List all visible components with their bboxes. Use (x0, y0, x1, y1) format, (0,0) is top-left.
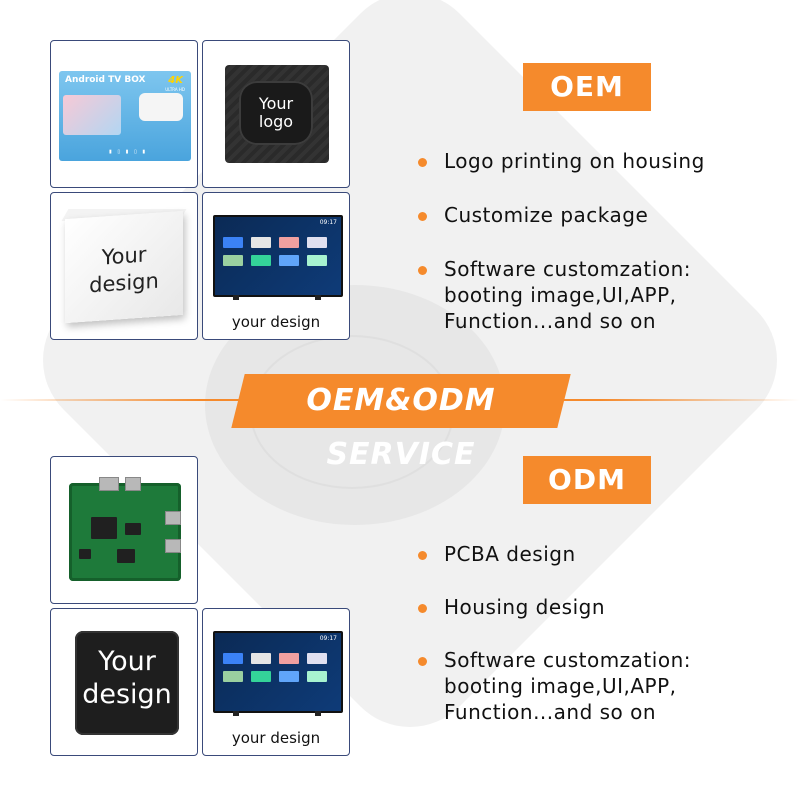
tv-app-tile (251, 255, 271, 266)
tv-app-tile (251, 653, 271, 664)
tv-app-tile (307, 255, 327, 266)
bullet-dot-icon (418, 657, 427, 666)
retail-box-device-image (139, 93, 183, 121)
tv-app-tile (223, 671, 243, 682)
odm-bullet-list: PCBA design Housing design Software cust… (418, 541, 691, 725)
odm-tile-tv-ui: 09:17 your design (202, 608, 350, 756)
tv-caption: your design (231, 313, 321, 331)
tv-app-tile (251, 237, 271, 248)
tv-caption: your design (231, 729, 321, 747)
package-box-text-line1: Your (101, 242, 147, 270)
tv-app-tile (307, 653, 327, 664)
housing-design-text: Your design (75, 645, 179, 711)
tv-stand-left (233, 711, 239, 716)
tv-stand-left (233, 295, 239, 300)
housing-design-text-line2: design (82, 679, 172, 710)
tv-clock: 09:17 (319, 219, 337, 226)
tv-app-tile (279, 671, 299, 682)
package-box-image: Your design (65, 210, 183, 324)
odm-tile-pcba (50, 456, 198, 604)
oem-bullet-package: Customize package (418, 202, 705, 228)
oem-heading: OEM (523, 63, 651, 111)
retail-box-4k-badge: 4K (168, 75, 183, 86)
pcb-memory-chip (125, 523, 141, 535)
logo-text-line1: Your (258, 94, 294, 113)
bullet-dot-icon (418, 551, 427, 560)
pcb-soc-chip (91, 517, 117, 539)
odm-bullet-software: Software customzation:booting image,UI,A… (418, 647, 691, 725)
oem-tile-package: Your design (50, 192, 198, 340)
oem-bullet-list: Logo printing on housing Customize packa… (418, 148, 705, 334)
pcb-hdmi-port (99, 477, 119, 491)
pcb-memory-chip (117, 549, 135, 563)
tv-app-tile (251, 671, 271, 682)
oem-bullet-logo-printing: Logo printing on housing (418, 148, 705, 174)
oem-tile-logo: Your logo (202, 40, 350, 188)
tv-stand-right (315, 711, 321, 716)
tv-app-tile (307, 237, 327, 248)
oem-tile-retail-box: Android TV BOX 4K ULTRA HD ▮ ▯ ▮ ▯ ▮ (50, 40, 198, 188)
bullet-dot-icon (418, 212, 427, 221)
housing-design-text-line1: Your (98, 646, 156, 677)
package-box-text: Your design (65, 239, 183, 301)
retail-box-family-scene (63, 95, 121, 135)
pcb-component (79, 549, 91, 559)
tv-clock: 09:17 (319, 635, 337, 642)
logo-emboss: Your logo (239, 81, 313, 145)
odm-tile-housing: Your design (50, 608, 198, 756)
tv-screen: 09:17 (213, 631, 343, 713)
bullet-dot-icon (418, 604, 427, 613)
pcb-usb-port (165, 539, 181, 553)
housing-design-image: Your design (75, 631, 179, 735)
tv-app-tile (223, 653, 243, 664)
retail-box-image: Android TV BOX 4K ULTRA HD ▮ ▯ ▮ ▯ ▮ (59, 71, 191, 161)
odm-heading: ODM (523, 456, 651, 504)
service-banner-text: OEM&ODM SERVICE (306, 383, 496, 472)
logo-housing-image: Your logo (225, 65, 329, 163)
logo-text: Your logo (239, 95, 313, 131)
tv-app-tile (223, 237, 243, 248)
odm-bullet-housing: Housing design (418, 594, 691, 620)
tv-app-tile (279, 255, 299, 266)
odm-bullet-pcba: PCBA design (418, 541, 691, 567)
pcb-usb-port (125, 477, 141, 491)
retail-box-title: Android TV BOX (65, 75, 146, 85)
retail-box-feature-icons: ▮ ▯ ▮ ▯ ▮ (109, 149, 148, 155)
tv-app-tile (307, 671, 327, 682)
bullet-dot-icon (418, 266, 427, 275)
tv-screen: 09:17 (213, 215, 343, 297)
oem-bullet-software: Software customzation:booting image,UI,A… (418, 256, 705, 334)
tv-app-tile (279, 653, 299, 664)
retail-box-ultra-hd: ULTRA HD (165, 87, 185, 92)
bullet-dot-icon (418, 158, 427, 167)
package-box-text-line2: design (89, 268, 159, 298)
pcba-board-image (69, 477, 181, 581)
oem-tile-tv-ui: 09:17 your design (202, 192, 350, 340)
logo-text-line2: logo (258, 112, 294, 131)
tv-app-tile (279, 237, 299, 248)
tv-stand-right (315, 295, 321, 300)
tv-app-tile (223, 255, 243, 266)
pcb-usb-port (165, 511, 181, 525)
